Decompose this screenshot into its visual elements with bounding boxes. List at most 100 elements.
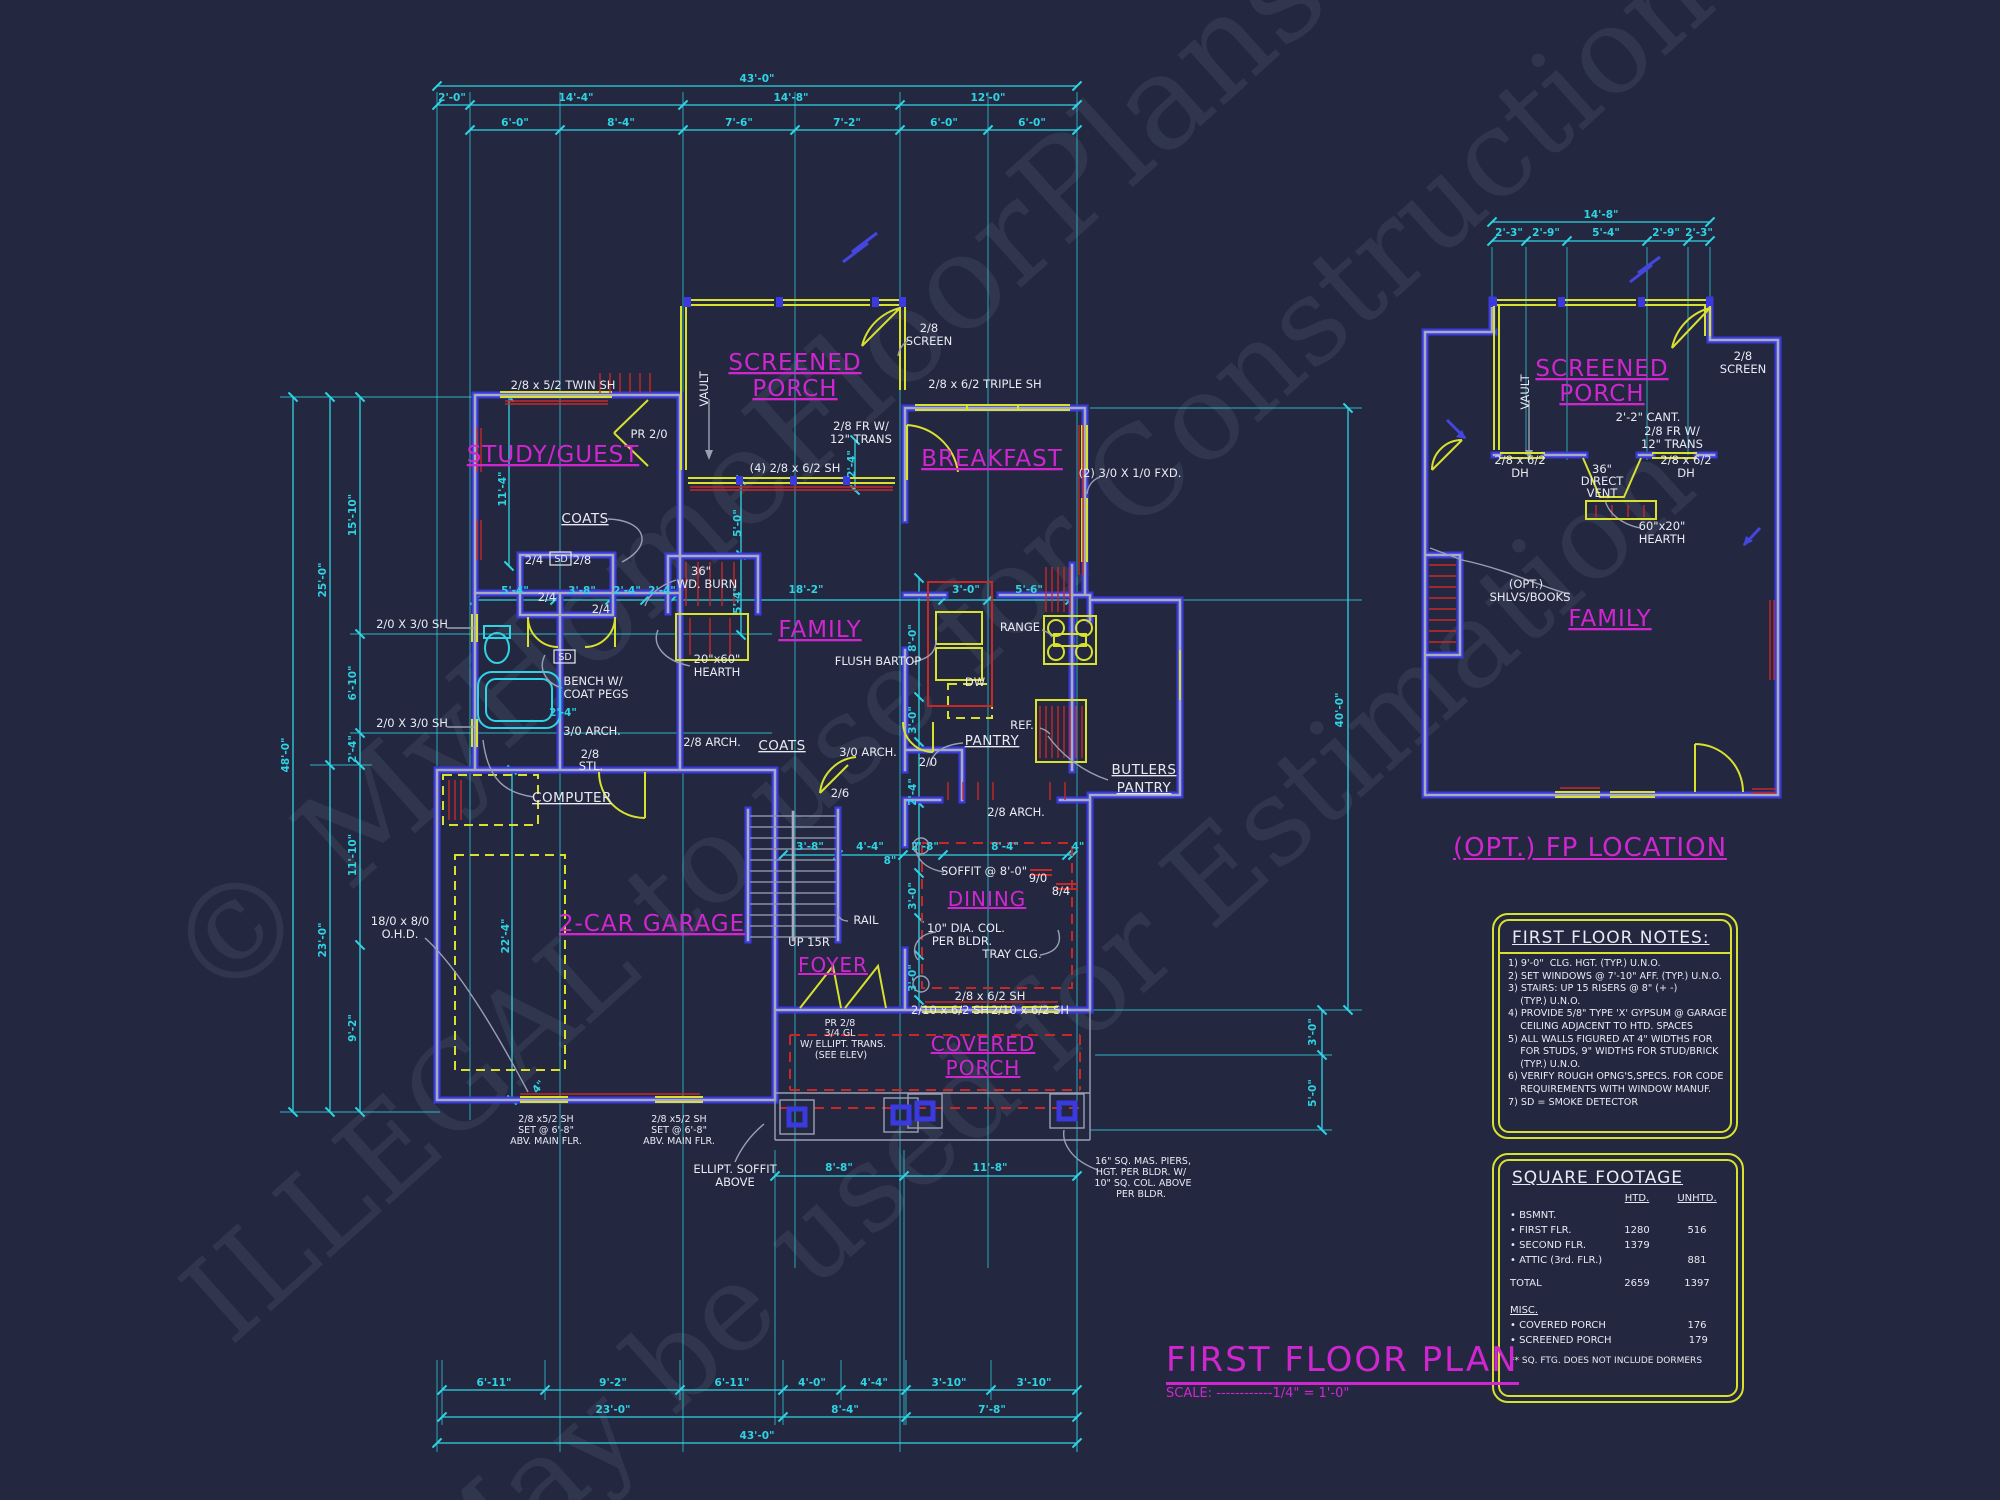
note-line: 1) 9'-0" CLG. HGT. (TYP.) U.N.O. [1508, 958, 1661, 969]
plan-label: 2/8 x 6/2 [1660, 453, 1711, 467]
plan-label: 2'-3" [1685, 227, 1713, 239]
plan-label: 4" [530, 1078, 547, 1096]
plan-label: 36" [1592, 462, 1612, 476]
plan-label: 2'-0" [438, 92, 466, 104]
plan-label: 14'-4" [559, 92, 594, 104]
plan-label: WD. BURN [677, 577, 737, 591]
plan-label: ELLIPT. SOFFIT [693, 1162, 777, 1176]
plan-label: BUTLERS [1112, 762, 1177, 778]
plan-label: 8'-8" [825, 1162, 853, 1174]
plan-label: 2/6 [831, 786, 850, 800]
plan-label: FLUSH BARTOP [835, 654, 921, 668]
opt-plan-labels: 14'-8"2'-3"2'-9"5'-4"2'-9"2'-3"SCREENEDP… [1490, 209, 1767, 632]
sqft-row-bsmnt: • BSMNT. [1510, 1210, 1557, 1221]
plan-label: 2'-3" [1495, 227, 1523, 239]
plan-label: 4'-4" [856, 841, 884, 853]
plan-label: SD [558, 652, 571, 663]
plan-label: FAMILY [1568, 606, 1651, 632]
plan-label: 14'-8" [774, 92, 809, 104]
plan-label: 2/8 [920, 321, 939, 335]
plan-label: 43'-0" [740, 1430, 775, 1442]
plan-label: 2-CAR GARAGE [559, 911, 745, 937]
plan-label: SCREENED [728, 350, 861, 376]
plan-label: SCREEN [1720, 362, 1766, 376]
plan-label: 2/0 X 3/0 SH [376, 617, 448, 631]
plan-label: 4'-4" [860, 1377, 888, 1389]
plan-label: 2/8 ARCH. [987, 805, 1045, 819]
plan-label: SOFFIT @ 8'-0" [941, 864, 1027, 878]
sqft-row-screened-porch: • SCREENED PORCH 179 [1510, 1335, 1708, 1346]
plan-label: 3/0 ARCH. [563, 724, 621, 738]
note-line: 4) PROVIDE 5/8" TYPE 'X' GYPSUM @ GARAGE [1508, 1008, 1727, 1020]
plan-label: 14'-8" [1584, 209, 1619, 221]
first-floor-notes-box: FIRST FLOOR NOTES: 1) 9'-0" CLG. HGT. (T… [1492, 913, 1738, 1139]
plan-label: 15'-10" [347, 494, 359, 536]
sqft-heading: SQUARE FOOTAGE [1512, 1168, 1684, 1188]
plan-label: 4" [1072, 841, 1085, 853]
plan-label: DINING [948, 887, 1027, 911]
plan-label: 11'-8" [973, 1162, 1008, 1174]
plan-label: 36" [691, 564, 711, 578]
plan-label: 11'-10" [347, 834, 359, 876]
plan-label: 2/8 x 6/2 TRIPLE SH [928, 377, 1041, 391]
plan-label: BENCH W/ [563, 674, 622, 688]
plan-label: 8'-4" [831, 1404, 859, 1416]
plan-label: SET @ 6'-8" [518, 1125, 574, 1136]
plan-label: FAMILY [778, 617, 861, 643]
plan-label: PR 2/0 [630, 427, 667, 441]
opt-fp-location-title: (OPT.) FP LOCATION [1452, 833, 1728, 863]
plan-label: 6'-10" [347, 666, 359, 701]
plan-label: 7'-6" [725, 117, 753, 129]
plan-label: 2/4 [592, 602, 611, 616]
plan-label: HEARTH [1639, 532, 1686, 546]
plan-label: 2'-8" [911, 841, 939, 853]
note-line: FOR STUDS, 9" WIDTHS FOR STUD/BRICK [1508, 1046, 1719, 1058]
plan-label: ABOVE [715, 1175, 755, 1189]
plan-label: 5'-4" [501, 585, 529, 597]
dimension-lines [287, 80, 1716, 1449]
plan-label: 3'-8" [568, 585, 596, 597]
plan-label: REF. [1010, 718, 1034, 732]
plan-label: SCREEN [906, 334, 952, 348]
red-accents [448, 373, 1776, 1109]
plan-label: 25'-0" [317, 563, 329, 598]
plan-label: PER BLDR. [932, 934, 992, 948]
opt-plan-windows [1431, 297, 1744, 798]
note-line: 2) SET WINDOWS @ 7'-10" AFF. (TYP.) U.N.… [1508, 970, 1722, 982]
plan-label: 2/8 [573, 553, 592, 567]
note-line: CEILING ADJACENT TO HTD. SPACES [1508, 1020, 1694, 1032]
plan-label: VENT [1587, 486, 1619, 500]
sqft-row-total: TOTAL 2659 1397 [1510, 1278, 1710, 1289]
plan-label: 2/8 x 6/2 SH [955, 989, 1026, 1003]
note-line: (TYP.) U.N.O. [1508, 1058, 1581, 1070]
plan-label: 7'-2" [833, 117, 861, 129]
plan-label: 6'-11" [715, 1377, 750, 1389]
plan-label: PANTRY [1117, 780, 1172, 796]
plan-label: 2/8 x5/2 SH [518, 1114, 573, 1125]
plan-label: PR 2/8 [825, 1018, 856, 1029]
plan-label: PORCH [1559, 381, 1644, 407]
plan-label: HEARTH [694, 665, 741, 679]
plan-label: 43'-0" [740, 73, 775, 85]
plan-label: 6'-11" [477, 1377, 512, 1389]
plan-label: 2'-4" [907, 778, 919, 806]
plan-label: FOYER [798, 953, 868, 977]
plan-label: 9'-2" [347, 1014, 359, 1042]
plan-label: 3'-0" [907, 964, 919, 992]
note-line: 3) STAIRS: UP 15 RISERS @ 8" (+ -) [1508, 983, 1678, 995]
plan-label: 2/4 [538, 590, 557, 604]
plan-label: 5'-0" [732, 509, 744, 537]
plan-label: 16" SQ. MAS. PIERS, [1095, 1156, 1191, 1167]
plan-label: 2'-9" [1652, 227, 1680, 239]
plan-label: PER BLDR. [1116, 1189, 1166, 1200]
plan-label: 3/0 ARCH. [839, 745, 897, 759]
plan-label: 3'-0" [952, 584, 980, 596]
plan-label: 5'-4" [1592, 227, 1620, 239]
plan-label: ABV. MAIN FLR. [643, 1136, 715, 1147]
plan-label: VAULT [697, 370, 711, 406]
plan-label: 40'-0" [1334, 693, 1346, 728]
plan-label: (OPT.) [1509, 577, 1543, 591]
sqft-row-attic: • ATTIC (3rd. FLR.) 881 [1510, 1255, 1707, 1266]
